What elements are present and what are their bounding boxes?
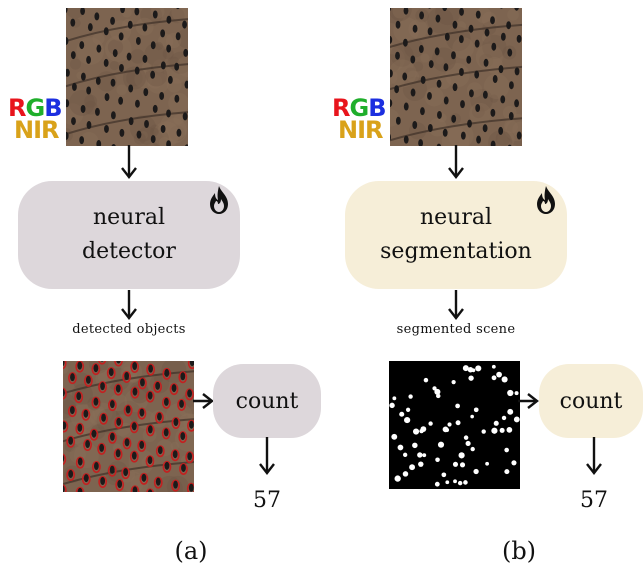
- input-channels-label: RGB NIR: [8, 94, 63, 144]
- channel-nir: NIR: [14, 116, 60, 144]
- count-result: 57: [580, 488, 608, 513]
- count-box: count: [213, 364, 321, 438]
- fire-icon: [207, 185, 231, 215]
- output-label: segmented scene: [396, 322, 516, 337]
- channel-g: G: [25, 94, 45, 122]
- arrow-right-icon: [193, 393, 214, 409]
- output-label: detected objects: [72, 322, 186, 337]
- channel-b: B: [368, 94, 386, 122]
- channel-r: R: [8, 94, 27, 122]
- count-box: count: [539, 364, 643, 438]
- count-result: 57: [253, 488, 281, 513]
- input-aerial-image: [390, 8, 522, 146]
- arrow-down-icon: [448, 290, 464, 320]
- model-label-line-1: neural: [419, 205, 492, 230]
- input-aerial-image: [66, 8, 188, 146]
- model-label-line-1: neural: [92, 205, 165, 230]
- model-box: neural segmentation: [345, 181, 567, 289]
- input-channels-label: RGB NIR: [332, 94, 387, 144]
- model-label-line-2: detector: [82, 239, 176, 264]
- model-box: neural detector: [18, 181, 240, 289]
- arrow-right-icon: [518, 393, 539, 409]
- fire-icon: [534, 185, 558, 215]
- arrow-down-icon: [586, 437, 602, 475]
- channel-g: G: [349, 94, 369, 122]
- channel-nir: NIR: [338, 116, 384, 144]
- model-label-line-2: segmentation: [380, 239, 532, 264]
- panel-b: RGB NIR neural segmentation segmented sc…: [322, 0, 644, 572]
- channel-b: B: [44, 94, 62, 122]
- channel-r: R: [332, 94, 351, 122]
- arrow-down-icon: [121, 290, 137, 320]
- arrow-down-icon: [448, 145, 464, 179]
- detection-output-image: [63, 361, 194, 492]
- segmentation-mask-image: [389, 361, 520, 489]
- arrow-down-icon: [121, 145, 137, 179]
- panel-caption: (a): [174, 537, 208, 565]
- panel-caption: (b): [501, 537, 537, 565]
- arrow-down-icon: [259, 437, 275, 475]
- panel-a: RGB NIR neural detector detected objects…: [8, 8, 321, 565]
